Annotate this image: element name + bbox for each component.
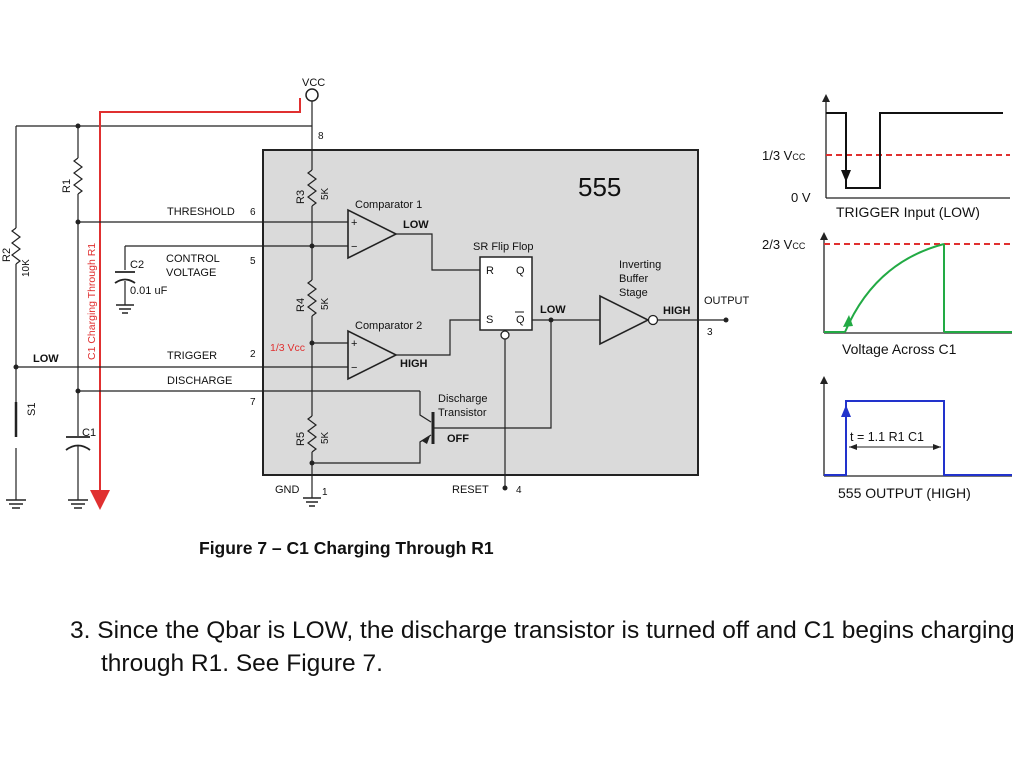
pin-3-label: 3 bbox=[707, 327, 713, 338]
comparator-1-label: Comparator 1 bbox=[355, 199, 422, 211]
sr-flip-flop bbox=[479, 256, 533, 331]
sr-flip-flop-label: SR Flip Flop bbox=[473, 241, 534, 253]
output-waveform bbox=[820, 376, 1012, 477]
buffer-bubble bbox=[647, 314, 659, 326]
charging-path-arrow bbox=[90, 98, 301, 510]
buffer-label-line1: Inverting bbox=[619, 259, 661, 271]
comparator-2-label: Comparator 2 bbox=[355, 320, 422, 332]
r1-label: R1 bbox=[61, 179, 73, 193]
resistor-r1 bbox=[73, 157, 83, 195]
low-input-label: LOW bbox=[33, 353, 59, 365]
control-label-line1: CONTROL bbox=[166, 253, 220, 265]
one-third-vcc-label: 1/3 Vcc bbox=[270, 342, 305, 354]
capacitor-caption: Voltage Across C1 bbox=[842, 341, 957, 357]
r5-label: R5 bbox=[295, 432, 307, 446]
ff-qbar-output: Q bbox=[516, 314, 525, 326]
buffer-label-line3: Stage bbox=[619, 287, 648, 299]
discharge-transistor bbox=[312, 391, 435, 464]
trigger-vcc-label: 1/3 VCC bbox=[762, 148, 806, 163]
c1-label: C1 bbox=[82, 427, 96, 439]
pin-5-label: 5 bbox=[250, 256, 256, 267]
trigger-zero-label: 0 V bbox=[791, 190, 811, 205]
c2-value: 0.01 uF bbox=[130, 285, 168, 297]
control-label-line2: VOLTAGE bbox=[166, 267, 216, 279]
c2-label: C2 bbox=[130, 259, 144, 271]
step-text: 3. Since the Qbar is LOW, the discharge … bbox=[70, 617, 1015, 677]
r2-label: R2 bbox=[1, 248, 13, 262]
pin-2-label: 2 bbox=[250, 349, 256, 360]
ff-s-input: S bbox=[486, 314, 493, 326]
capacitor-c2 bbox=[114, 271, 136, 284]
output-caption: 555 OUTPUT (HIGH) bbox=[838, 485, 971, 501]
pin-8-label: 8 bbox=[318, 131, 324, 142]
pin-7-label: 7 bbox=[250, 397, 256, 408]
ff-r-input: R bbox=[486, 265, 494, 277]
comp1-plus: + bbox=[351, 217, 357, 229]
inverting-buffer bbox=[599, 294, 650, 346]
chip-label: 555 bbox=[578, 172, 621, 202]
comp2-output-state: HIGH bbox=[400, 358, 428, 370]
buffer-label-line2: Buffer bbox=[619, 273, 648, 285]
pin-1-label: 1 bbox=[322, 487, 328, 498]
resistor-r2 bbox=[11, 227, 21, 265]
comp1-minus: − bbox=[351, 241, 357, 253]
ground-s1 bbox=[6, 499, 26, 509]
r4-value: 5K bbox=[320, 297, 331, 310]
ground-c1 bbox=[68, 499, 88, 509]
resistor-r4 bbox=[307, 279, 317, 317]
reset-label: RESET bbox=[452, 484, 489, 496]
output-timing-label: t = 1.1 R1 C1 bbox=[850, 430, 924, 444]
transistor-state: OFF bbox=[447, 433, 469, 445]
ff-output-state: LOW bbox=[540, 304, 566, 316]
comp2-minus: − bbox=[351, 362, 357, 374]
trigger-caption: TRIGGER Input (LOW) bbox=[836, 204, 980, 220]
capacitor-c1 bbox=[65, 436, 91, 451]
r4-label: R4 bbox=[295, 298, 307, 312]
s1-label: S1 bbox=[26, 403, 38, 416]
ff-q-output: Q bbox=[516, 265, 525, 277]
comparator-2 bbox=[347, 329, 398, 381]
discharge-label: DISCHARGE bbox=[167, 375, 232, 387]
ground-gnd bbox=[303, 497, 321, 507]
pin-6-label: 6 bbox=[250, 207, 256, 218]
threshold-label: THRESHOLD bbox=[167, 206, 235, 218]
buffer-output-state: HIGH bbox=[663, 305, 691, 317]
trigger-waveform bbox=[822, 94, 1010, 199]
capacitor-waveform bbox=[820, 232, 1012, 334]
figure-caption: Figure 7 – C1 Charging Through R1 bbox=[199, 538, 494, 558]
output-label: OUTPUT bbox=[704, 295, 750, 307]
resistor-r3 bbox=[307, 169, 317, 207]
pin-4-label: 4 bbox=[516, 485, 522, 496]
vcc-terminal bbox=[305, 88, 319, 102]
discharge-transistor-label-line1: Discharge bbox=[438, 393, 488, 405]
vcc-label: VCC bbox=[302, 77, 325, 89]
gnd-label: GND bbox=[275, 484, 300, 496]
reset-bubble bbox=[500, 330, 510, 340]
comp2-plus: + bbox=[351, 338, 357, 350]
comp1-output-state: LOW bbox=[403, 219, 429, 231]
r3-value: 5K bbox=[320, 187, 331, 200]
resistor-r5 bbox=[307, 415, 317, 453]
charging-path-label: C1 Charging Through R1 bbox=[86, 243, 98, 360]
trigger-label: TRIGGER bbox=[167, 350, 217, 362]
ground-c2 bbox=[116, 304, 134, 314]
comparator-1 bbox=[347, 208, 398, 260]
r2-value: 10K bbox=[21, 259, 32, 277]
discharge-transistor-label-line2: Transistor bbox=[438, 407, 487, 419]
r3-label: R3 bbox=[295, 190, 307, 204]
r5-value: 5K bbox=[320, 431, 331, 444]
capacitor-vcc-label: 2/3 VCC bbox=[762, 237, 806, 252]
